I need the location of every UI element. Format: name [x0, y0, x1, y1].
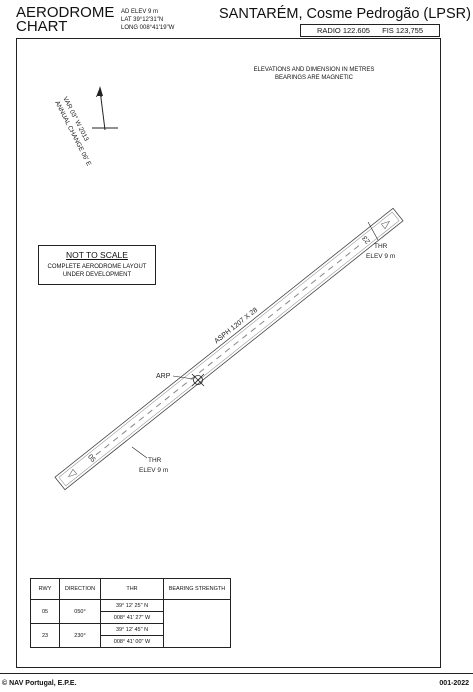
thr-23-label: THR — [374, 243, 388, 250]
arp-icon — [172, 373, 205, 387]
fis-frequency: FIS 123,755 — [382, 26, 423, 35]
header-bearing-strength: BEARING STRENGTH — [163, 578, 231, 600]
chart-title-line1: AERODROME — [16, 4, 115, 21]
runway-data-table: RWY DIRECTION THR BEARING STRENGTH 05 05… — [30, 578, 231, 648]
aerodrome-info: AD ELEV 9 m LAT 39°12'31"N LONG 008°41'1… — [121, 8, 174, 32]
svg-text:A: A — [96, 89, 102, 99]
frequency-box: RADIO 122.605 FIS 123,755 — [300, 24, 440, 37]
thr-23-elev: ELEV 9 m — [366, 253, 395, 260]
not-to-scale-box: NOT TO SCALE COMPLETE AERODROME LAYOUT U… — [38, 245, 156, 285]
not-to-scale-subtitle: COMPLETE AERODROME LAYOUT UNDER DEVELOPM… — [47, 264, 147, 278]
units-note-line1: ELEVATIONS AND DIMENSION IN METRES — [253, 67, 375, 73]
not-to-scale-title: NOT TO SCALE — [66, 250, 128, 260]
rwy-cell: 05 — [30, 599, 60, 624]
radio-frequency: RADIO 122.605 — [316, 26, 370, 35]
ad-elev-text: AD ELEV 9 m — [121, 9, 159, 15]
map-frame — [16, 38, 441, 668]
thr-05-elev: ELEV 9 m — [139, 467, 168, 474]
runway-designator-23: 23 — [362, 234, 372, 245]
runway-arrow-left-icon — [67, 468, 78, 478]
variation-label: VAR 03° W 2013 ANNUAL CHANGE 06' E — [53, 95, 92, 168]
thr-05-label: THR — [148, 457, 162, 464]
thr-long-cell: 008° 41' 27" W — [100, 611, 164, 624]
direction-cell: 050° — [59, 599, 101, 624]
header-thr: THR — [100, 578, 164, 600]
table-row: 008° 41' 00" W — [31, 635, 231, 648]
table-row: 23 230° 39° 12' 45" N — [30, 623, 231, 648]
runway-arrow-right-icon — [380, 220, 391, 230]
thr-lat-cell: 39° 12' 25" N — [100, 599, 164, 612]
units-note: ELEVATIONS AND DIMENSION IN METRES BEARI… — [220, 66, 408, 82]
units-note-line2: BEARINGS ARE MAGNETIC — [274, 75, 353, 81]
bearing-cell — [163, 599, 231, 648]
lat-text: LAT 39°12'31"N — [121, 17, 164, 23]
chart-title: AERODROME CHART — [16, 4, 115, 35]
footer-code: 001-2022 — [439, 680, 469, 687]
thr-lat-cell: 39° 12' 45" N — [100, 623, 164, 636]
north-arrow-icon: A — [92, 86, 118, 131]
header-direction: DIRECTION — [59, 578, 101, 600]
runway: 05 23 ASPH 1207 X 28 — [54, 207, 404, 491]
table-row: 05 050° 39° 12' 25" N — [30, 599, 231, 648]
rwy-cell: 23 — [30, 623, 60, 648]
header-rwy: RWY — [30, 578, 60, 600]
direction-cell: 230° — [59, 623, 101, 648]
long-text: LONG 008°41'19"W — [121, 25, 175, 31]
runway-centerline — [95, 242, 363, 456]
footer-copyright: © NAV Portugal, E.P.E. — [2, 680, 77, 687]
table-header-row: RWY DIRECTION THR BEARING STRENGTH — [30, 578, 231, 600]
aerodrome-name: SANTARÉM, Cosme Pedrogão (LPSR) — [219, 6, 471, 22]
thr-23-leader — [367, 221, 379, 241]
runway-designator-05: 05 — [86, 453, 96, 464]
thr-05-leader — [131, 446, 148, 459]
footer-divider — [0, 673, 473, 674]
arp-label: ARP — [156, 373, 171, 380]
chart-title-line2: CHART — [16, 18, 68, 35]
thr-long-cell: 008° 41' 00" W — [100, 635, 164, 648]
